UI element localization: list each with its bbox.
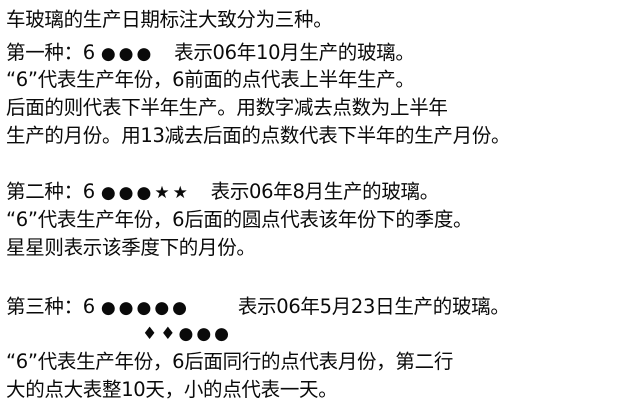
type1-dot-symbols: ●●● — [100, 44, 155, 64]
type3-desc-1: “6”代表生产年份，6后面同行的点代表月份，第二行 — [6, 350, 454, 373]
type3-label: 第三种：6 — [6, 295, 95, 318]
type1-desc-1: “6”代表生产年份，6前面的点代表上半年生产。 — [6, 68, 415, 91]
type2-header: 第二种：6 ●●●★★ 表示06年8月生产的玻璃。 — [6, 180, 439, 205]
type2-label: 第二种：6 — [6, 180, 95, 203]
type2-meaning: 表示06年8月生产的玻璃。 — [210, 180, 440, 203]
type1-desc-2: 后面的则代表下半年生产。用数字减去点数为上半年 — [6, 96, 448, 119]
type2-dot-star-symbols: ●●●★★ — [100, 183, 191, 203]
type1-label: 第一种：6 — [6, 41, 95, 64]
type1-header: 第一种：6 ●●● 表示06年10月生产的玻璃。 — [6, 41, 415, 66]
title: 车玻璃的生产日期标注大致分为三种。 — [6, 8, 333, 31]
type3-symbols-row2: ♦♦●●● — [142, 321, 232, 346]
type2-desc-2: 星星则表示该季度下的月份。 — [6, 236, 256, 259]
type3-desc-2: 大的点大表整10天，小的点代表一天。 — [6, 378, 338, 401]
type3-header: 第三种：6 ●●●●● 表示06年5月23日生产的玻璃。 — [6, 295, 510, 320]
type3-diamond-dot-symbols: ♦♦●●● — [142, 324, 232, 344]
type2-desc-1: “6”代表生产年份，6后面的圆点代表该年份下的季度。 — [6, 208, 473, 231]
type1-desc-3: 生产的月份。用13减去后面的点数代表下半年的生产月份。 — [6, 124, 511, 147]
type1-meaning: 表示06年10月生产的玻璃。 — [174, 41, 415, 64]
type3-meaning: 表示06年5月23日生产的玻璃。 — [237, 295, 510, 318]
type3-dot-symbols-row1: ●●●●● — [100, 298, 190, 318]
